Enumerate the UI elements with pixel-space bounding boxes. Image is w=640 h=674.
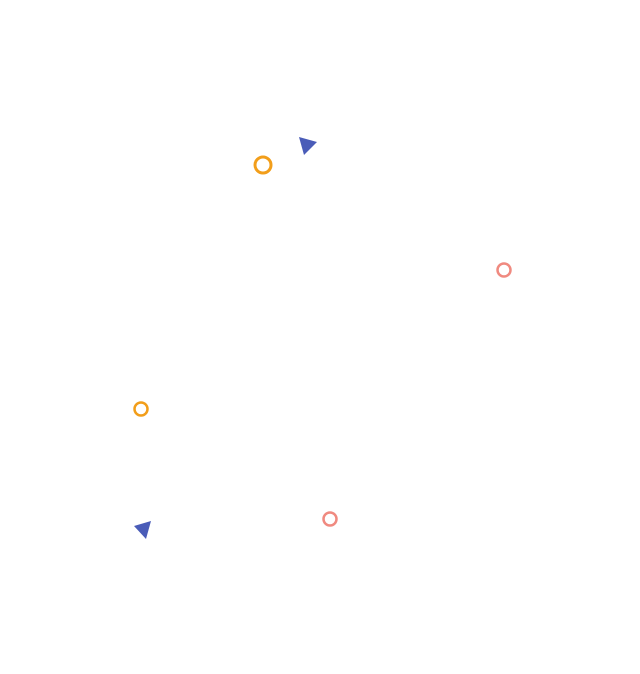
pink-ring-bottom-icon [322,511,338,527]
orange-ring-large-icon [253,155,273,175]
blue-triangle-top-icon [299,137,317,155]
orange-ring-small-icon [133,401,149,417]
blue-triangle-bottom-icon [134,521,151,539]
pink-ring-right-icon [496,262,512,278]
